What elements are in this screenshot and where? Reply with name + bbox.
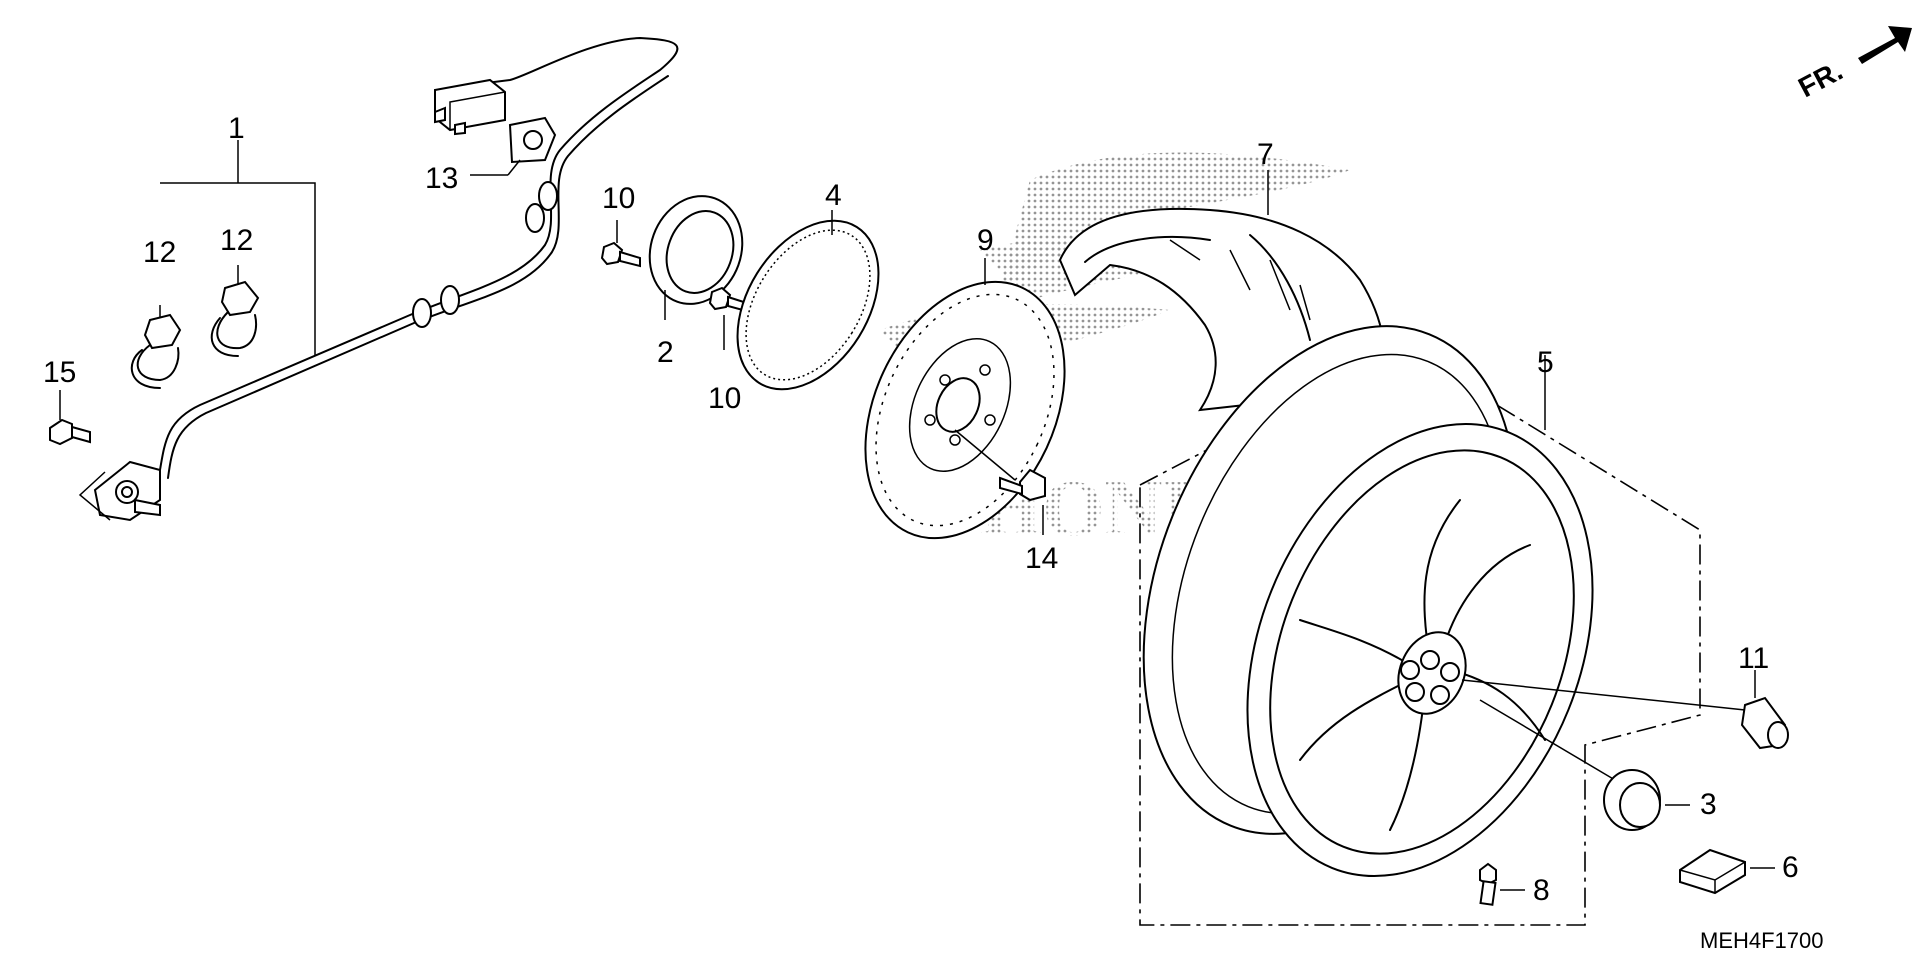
callout-11: 11: [1738, 642, 1769, 675]
callout-8: 8: [1533, 874, 1550, 907]
balance-weight: [1679, 848, 1775, 895]
brake-disc: [864, 258, 1066, 540]
callout-12-left: 12: [143, 236, 176, 269]
callout-2: 2: [657, 336, 674, 369]
callout-15: 15: [43, 356, 76, 389]
front-direction-label: FR.: [1793, 55, 1847, 104]
callout-7: 7: [1257, 138, 1274, 171]
pulser-ring-bolt: [708, 286, 751, 350]
rear-wheel: [1139, 325, 1701, 926]
callout-6: 6: [1782, 851, 1799, 884]
callout-12-right: 12: [220, 224, 253, 257]
front-direction-indicator: FR.: [1793, 26, 1912, 103]
connector-clip: [470, 116, 557, 176]
cable-clamp-left: [130, 305, 182, 389]
tire-valve: [1479, 862, 1525, 906]
callout-14: 14: [1025, 542, 1058, 575]
callout-10-lower: 10: [708, 382, 741, 415]
callout-labels: 1 12 12 13 15 10 2 10 4 9 14 7 5 11 3 6 …: [43, 112, 1799, 907]
callout-1: 1: [228, 112, 245, 145]
sensor-bolt: [49, 390, 91, 446]
callout-10-upper: 10: [602, 182, 635, 215]
disc-bolt: [954, 429, 1046, 535]
item-1-group-bracket: [160, 182, 316, 355]
spacer-bolt-upper: [600, 220, 641, 268]
callout-3: 3: [1700, 788, 1717, 821]
cable-clamp-right: [210, 265, 260, 357]
pulser-ring: [736, 210, 880, 391]
callout-5: 5: [1537, 346, 1554, 379]
wheel-speed-sensor-assembly: [93, 37, 679, 522]
callout-9: 9: [977, 224, 994, 257]
axle-nut: [1461, 670, 1789, 750]
sensor-connector: [434, 78, 506, 136]
callout-4: 4: [825, 179, 842, 212]
callout-13: 13: [425, 162, 458, 195]
diagram-code: MEH4F1700: [1700, 928, 1824, 953]
hub-cap: [1479, 699, 1690, 831]
pulser-ring-spacer: [648, 195, 744, 320]
